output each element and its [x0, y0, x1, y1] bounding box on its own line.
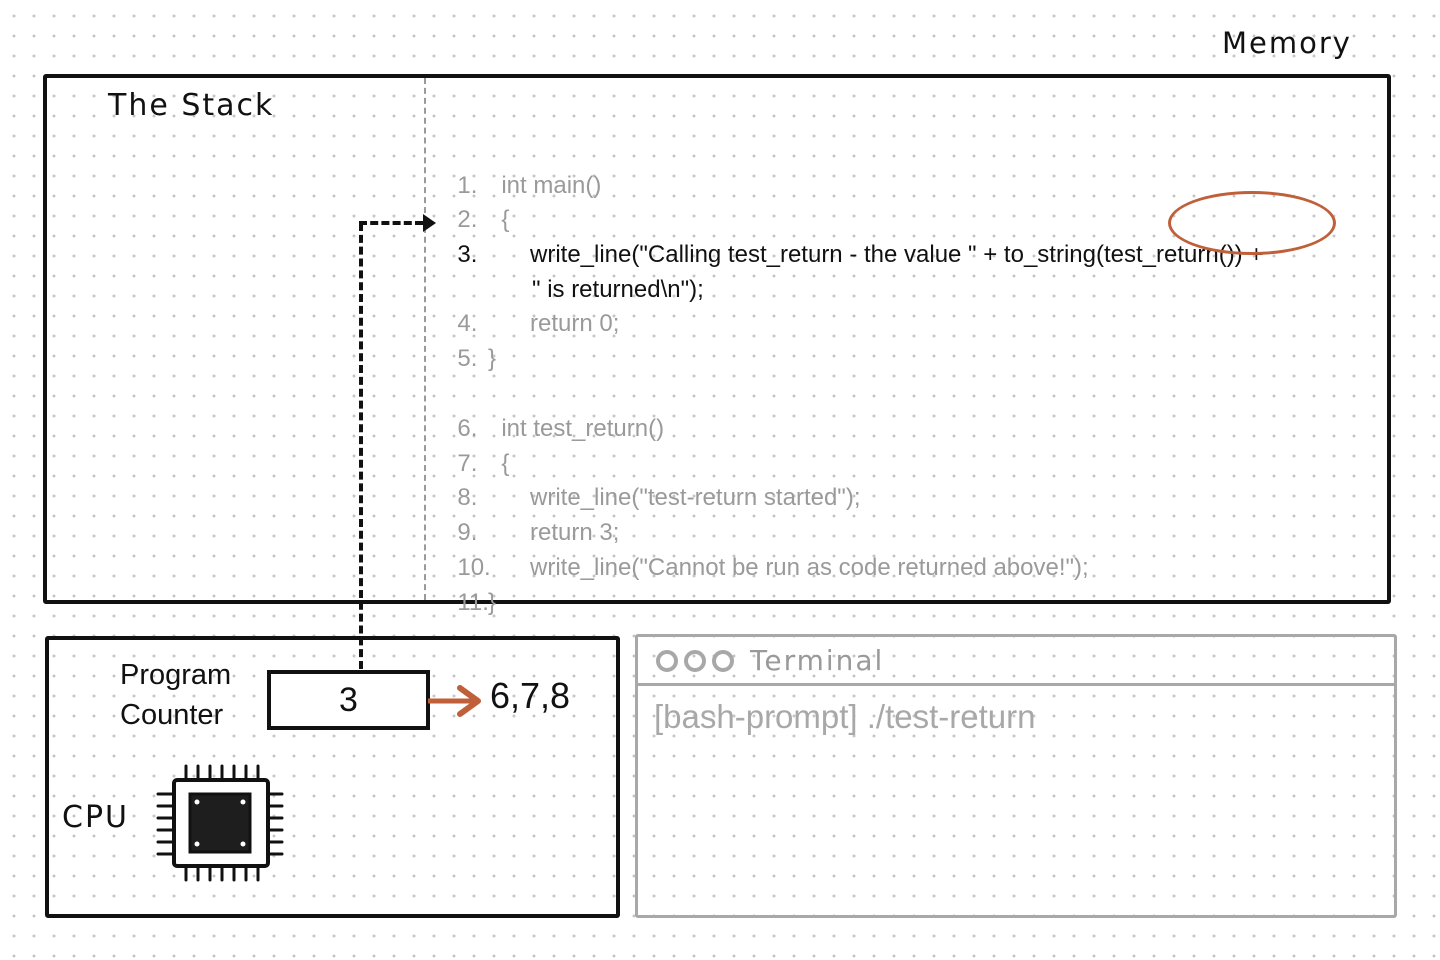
code-line-7: 7. {: [444, 416, 509, 477]
line-number: 11.: [457, 589, 489, 616]
line-number: 4.: [457, 310, 478, 337]
code-line-11: 11.}: [444, 555, 501, 616]
stack-title: The Stack: [108, 88, 275, 123]
code-text: {: [501, 450, 510, 477]
program-counter-label-line1: Program: [120, 659, 232, 691]
terminal-output: [bash-prompt] ./test-return: [654, 698, 1036, 735]
line-number: 1.: [457, 172, 478, 199]
code-line-5: 5.}: [444, 311, 501, 372]
line-number: 7.: [457, 450, 478, 477]
code-line-1: 1. int main(): [444, 138, 601, 199]
pc-pointer-vertical: [359, 223, 363, 669]
cpu-chip-icon: [156, 764, 284, 882]
code-line-9: 9. return 3;: [444, 485, 619, 546]
code-text: write_line("Cannot be run as code return…: [530, 554, 1089, 581]
code-line-4: 4. return 0;: [444, 276, 619, 337]
code-text: write_line("Calling test_return - the va…: [530, 241, 1264, 268]
code-text: }: [488, 589, 497, 616]
program-counter-label: Program Counter: [120, 655, 231, 735]
code-line-8: 8. write_line("test-return started");: [444, 450, 860, 511]
cpu-panel: [45, 636, 620, 918]
terminal-window: [635, 634, 1397, 918]
function-call-highlight: [1168, 191, 1336, 255]
code-text: write_line("test-return started");: [530, 484, 861, 511]
window-controls-icon: [656, 650, 734, 672]
pc-pointer-arrowhead: [423, 214, 436, 232]
code-text: return 3;: [530, 519, 620, 546]
code-text: " is returned\n");: [532, 276, 704, 303]
stack-code-divider: [424, 78, 426, 600]
code-text: int main(): [501, 172, 602, 199]
code-line-10: 10. write_line("Cannot be run as code ret…: [444, 520, 1088, 581]
program-counter-value: 3: [267, 670, 430, 730]
line-number: 10.: [457, 554, 491, 581]
code-line-3-continued: " is returned\n");: [444, 242, 704, 303]
line-number: 6.: [457, 415, 478, 442]
code-text: }: [488, 345, 497, 372]
next-arrow-icon: [428, 685, 481, 717]
line-number: 3.: [457, 241, 478, 268]
code-line-2: 2. {: [444, 172, 509, 233]
line-number: 2.: [457, 206, 478, 233]
pc-pointer-horizontal: [359, 221, 423, 225]
line-number: 5.: [457, 345, 478, 372]
code-text: {: [501, 206, 510, 233]
line-number: 8.: [457, 484, 478, 511]
code-text: return 0;: [530, 310, 620, 337]
cpu-label: CPU: [62, 800, 129, 835]
program-counter-label-line2: Counter: [120, 699, 224, 731]
terminal-title: Terminal: [750, 644, 885, 677]
code-text: int test_return(): [501, 415, 665, 442]
terminal-title-bar: [635, 634, 1397, 686]
code-line-6: 6. int test_return(): [444, 381, 664, 442]
next-lines-label: 6,7,8: [490, 675, 571, 716]
code-line-3-active: 3. write_line("Calling test_return - the …: [444, 207, 1263, 268]
stack-panel: [43, 74, 1391, 604]
memory-label: Memory: [1222, 26, 1352, 60]
line-number: 9.: [457, 519, 478, 546]
